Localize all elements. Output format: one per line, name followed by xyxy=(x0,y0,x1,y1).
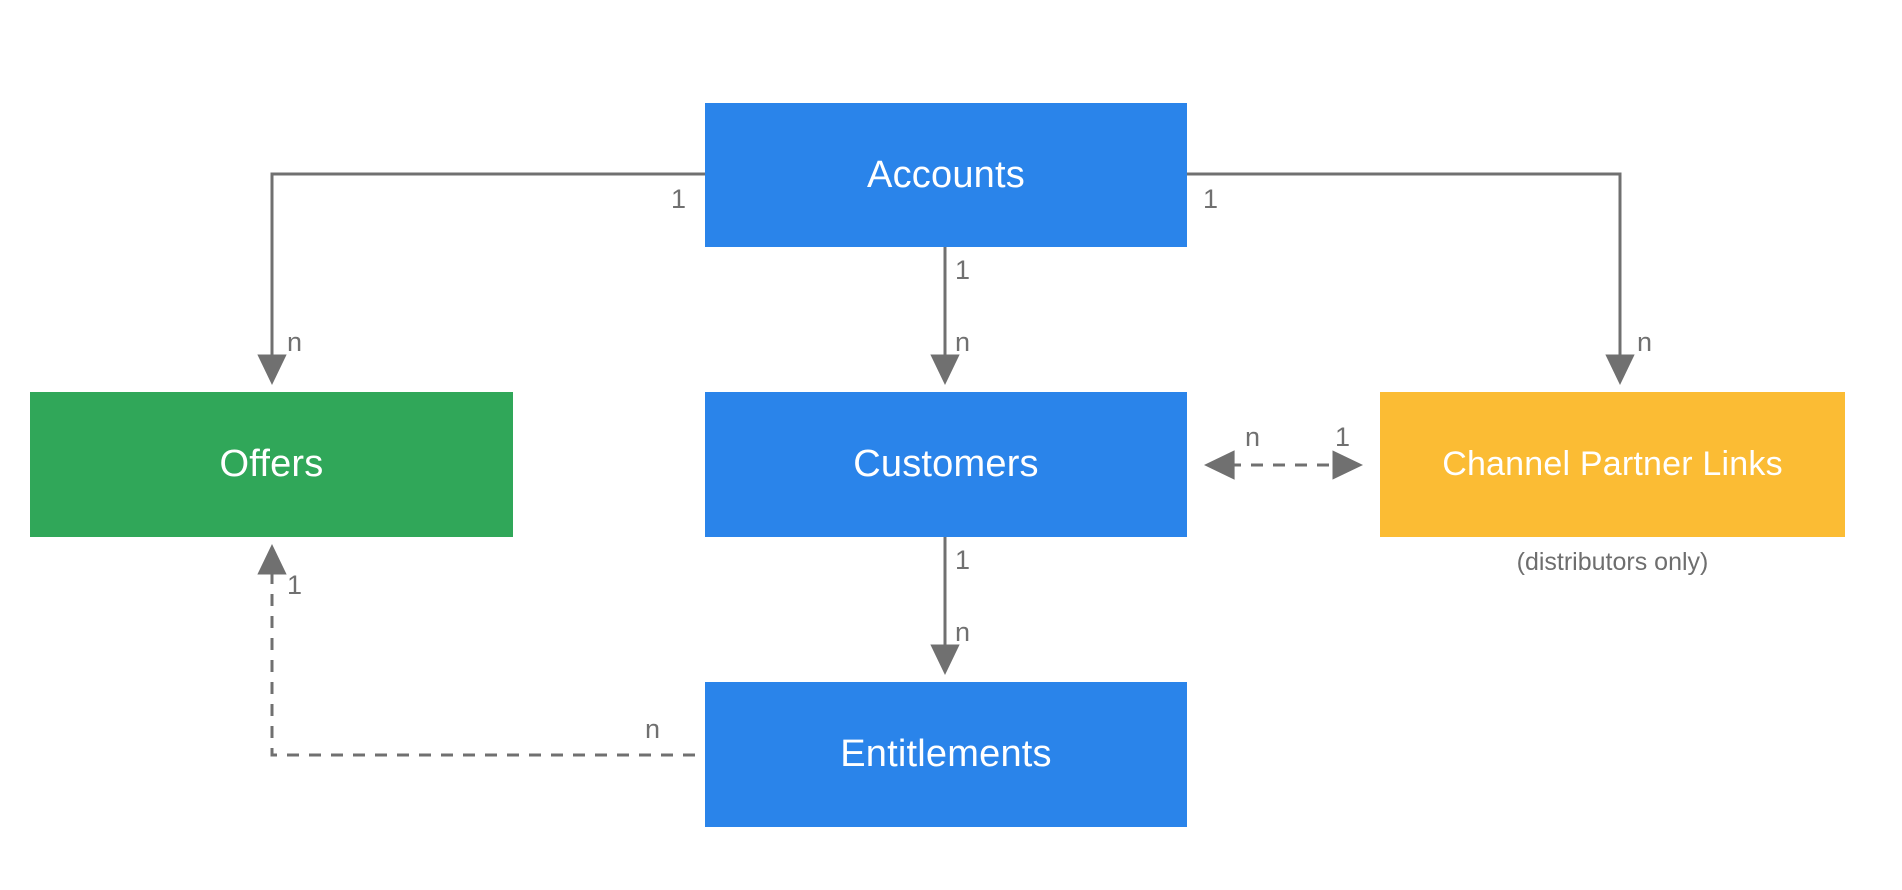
edge-accounts-channel-partner-links xyxy=(1187,172,1635,386)
node-entitlements[interactable]: Entitlements xyxy=(705,682,1187,827)
edge-label-customers-entitlements-source: 1 xyxy=(955,545,971,575)
edge-label-entitlements-offers-target: 1 xyxy=(287,570,303,600)
node-customers-label: Customers xyxy=(853,443,1039,485)
node-entitlements-label: Entitlements xyxy=(840,733,1052,775)
edge-label-customers-entitlements-target: n xyxy=(955,617,971,647)
edge-label-entitlements-offers-source: n xyxy=(645,714,661,744)
edge-label-accounts-offers-source: 1 xyxy=(671,184,687,214)
edge-label-accounts-channel-partner-links-source: 1 xyxy=(1203,184,1219,214)
node-channel-partner-links-label: Channel Partner Links xyxy=(1442,445,1783,483)
edge-label-customers-channel-partner-links-source: n xyxy=(1245,422,1261,452)
edge-accounts-offers xyxy=(257,172,705,386)
node-offers[interactable]: Offers xyxy=(30,392,513,537)
edge-label-accounts-offers-target: n xyxy=(287,327,303,357)
edge-label-accounts-customers-target: n xyxy=(955,327,971,357)
node-accounts[interactable]: Accounts xyxy=(705,103,1187,247)
edge-entitlements-offers xyxy=(257,543,695,757)
edge-label-accounts-customers-source: 1 xyxy=(955,255,971,285)
node-offers-label: Offers xyxy=(219,443,324,485)
node-channel-partner-links-caption: (distributors only) xyxy=(1516,548,1709,576)
edge-label-accounts-channel-partner-links-target: n xyxy=(1637,327,1653,357)
node-accounts-label: Accounts xyxy=(867,153,1025,196)
node-customers[interactable]: Customers xyxy=(705,392,1187,537)
node-channel-partner-links[interactable]: Channel Partner Links xyxy=(1380,392,1845,537)
edge-label-customers-channel-partner-links-target: 1 xyxy=(1335,422,1351,452)
